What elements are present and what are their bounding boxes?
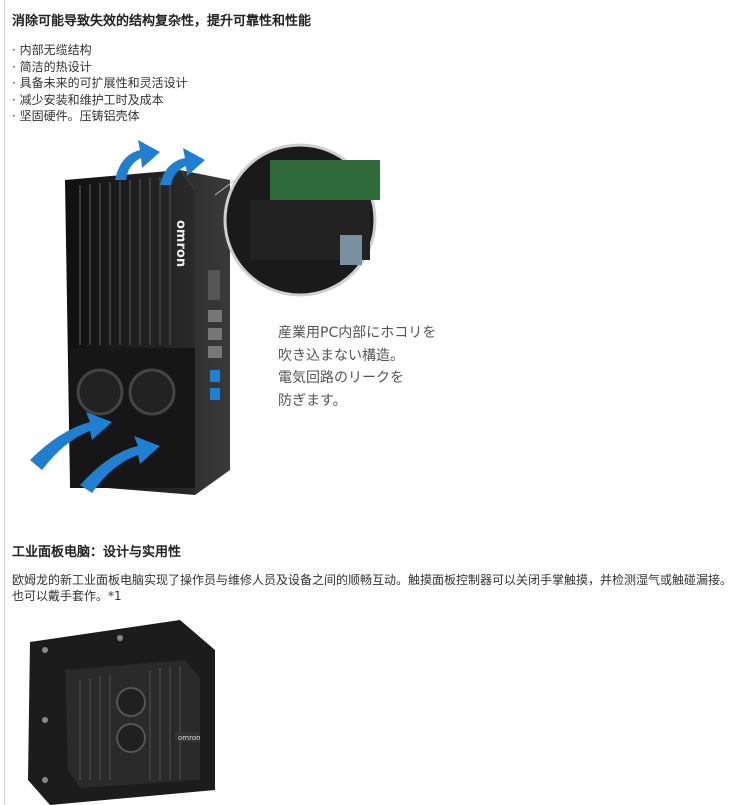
box-pc-image: omron (30, 140, 380, 495)
feature-item: 减少安装和维护工时及成本 (12, 92, 188, 109)
feature-item: 内部无缆结构 (12, 42, 188, 59)
jp-caption-line: 防ぎます。 (278, 392, 347, 409)
jp-caption-line: 吹き込まない構造。 (278, 347, 404, 364)
jp-caption-line: 電気回路のリークを (278, 370, 404, 386)
feature-list: 内部无缆结构 简洁的热设计 具备未来的可扩展性和灵活设计 减少安装和维护工时及成… (12, 42, 188, 125)
section1-heading: 消除可能导致失效的结构复杂性，提升可靠性和性能 (12, 14, 312, 29)
panel-pc-image: omron (28, 620, 215, 805)
omron-logo: omron (178, 734, 201, 742)
section2-heading: 工业面板电脑：设计与实用性 (12, 545, 182, 560)
jp-caption-line: 産業用PC内部にホコリを (278, 325, 437, 341)
feature-item: 简洁的热设计 (12, 59, 188, 76)
feature-item: 坚固硬件。压铸铝壳体 (12, 108, 188, 125)
jp-caption: 産業用PC内部にホコリを 吹き込まない構造。 電気回路のリークを 防ぎます。 (278, 322, 468, 412)
omron-logo: omron (173, 220, 188, 267)
section2-paragraph: 欧姆龙的新工业面板电脑实现了操作员与维修人员及设备之间的顺畅互动。触摸面板控制器… (12, 573, 733, 603)
left-border (4, 0, 5, 805)
feature-item: 具备未来的可扩展性和灵活设计 (12, 75, 188, 92)
